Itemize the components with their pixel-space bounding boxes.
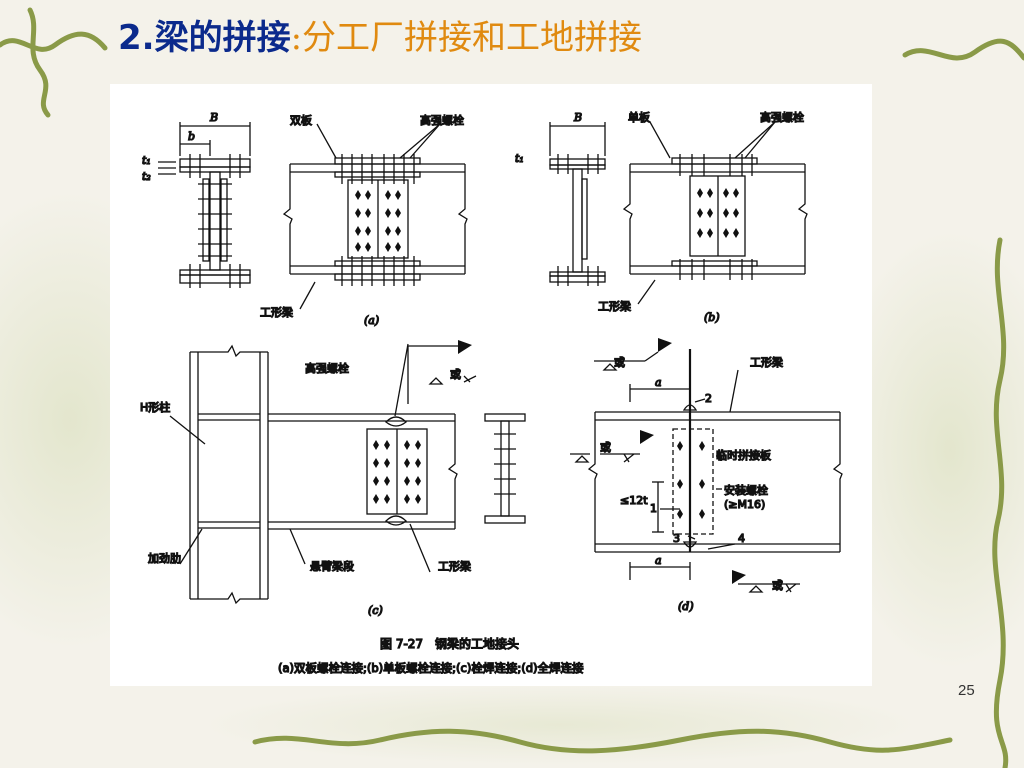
label-a-hs-bolt: 高强螺栓 [420,113,464,127]
bottom-vine-decoration [252,728,953,754]
diagram-d-full-weld [570,338,843,593]
diagram-c-bolt-weld [169,340,526,605]
beam-splice-figure: B b t₁ t₂ [110,84,872,686]
title-main: 2.梁的拼接 [118,18,291,58]
label-d-n1: 1 [650,502,657,515]
label-b-dim-B: B [573,111,582,124]
label-d-dim-a2: a [655,554,662,567]
figure-caption: 图 7-27 钢梁的工地接头 [380,636,519,651]
figure-subcaption: (a)双板螺栓连接;(b)单板螺栓连接;(c)栓焊连接;(d)全焊连接 [278,661,584,675]
top-vine-decoration [0,7,1024,118]
label-d-i-beam: 工形梁 [750,355,783,369]
page-number: 25 [958,682,975,699]
label-c-hs-bolt: 高强螺栓 [305,361,349,375]
label-c-stiffener: 加劲肋 [148,551,181,565]
diagram-b-cross-section [549,122,606,286]
label-b-i-beam: 工形梁 [598,299,631,313]
diagram-a-cross-section [158,122,251,288]
label-a-t1: t₁ [142,154,151,167]
label-d-n2: 2 [705,392,712,405]
label-a-double-plate: 双板 [290,113,312,127]
label-d-n3: 3 [673,532,680,545]
label-d-temp-plate: 临时拼接板 [716,448,771,462]
label-c-cantilever: 悬臂梁段 [310,559,354,573]
slide-title: 2.梁的拼接:分工厂拼接和工地拼接 [118,16,642,60]
diagram-b-elevation [622,121,808,305]
label-d-erect-bolt: 安装螺栓 [724,483,768,497]
title-separator: : [290,18,303,58]
label-a-t2: t₂ [142,170,151,183]
label-b-single-plate: 单板 [628,110,650,124]
label-b-tag: (b) [704,311,720,324]
label-d-or1: 或 [614,356,625,369]
label-b-hs-bolt: 高强螺栓 [760,110,804,124]
label-a-dim-B: B [209,111,218,124]
label-d-le12t: ≤12t [620,494,648,507]
label-c-h-column: H形柱 [140,400,170,414]
label-d-or2: 或 [600,441,611,454]
diagram-a-elevation [282,123,468,310]
label-b-t1: t₁ [515,152,524,165]
label-d-dim-a1: a [655,376,662,389]
label-a-tag: (a) [364,314,379,327]
label-d-or3: 或 [772,579,783,592]
label-c-i-beam: 工形梁 [438,559,471,573]
label-c-or: 或 [450,368,461,381]
title-subtitle: 分工厂拼接和工地拼接 [302,18,643,58]
label-d-m16: (≥M16) [724,498,765,511]
label-a-dim-b: b [188,130,195,143]
label-a-i-beam: 工形梁 [260,305,293,319]
label-d-tag: (d) [678,600,694,613]
right-vine-decoration [992,237,1009,768]
label-d-n4: 4 [738,532,745,545]
label-c-tag: (c) [368,604,383,617]
